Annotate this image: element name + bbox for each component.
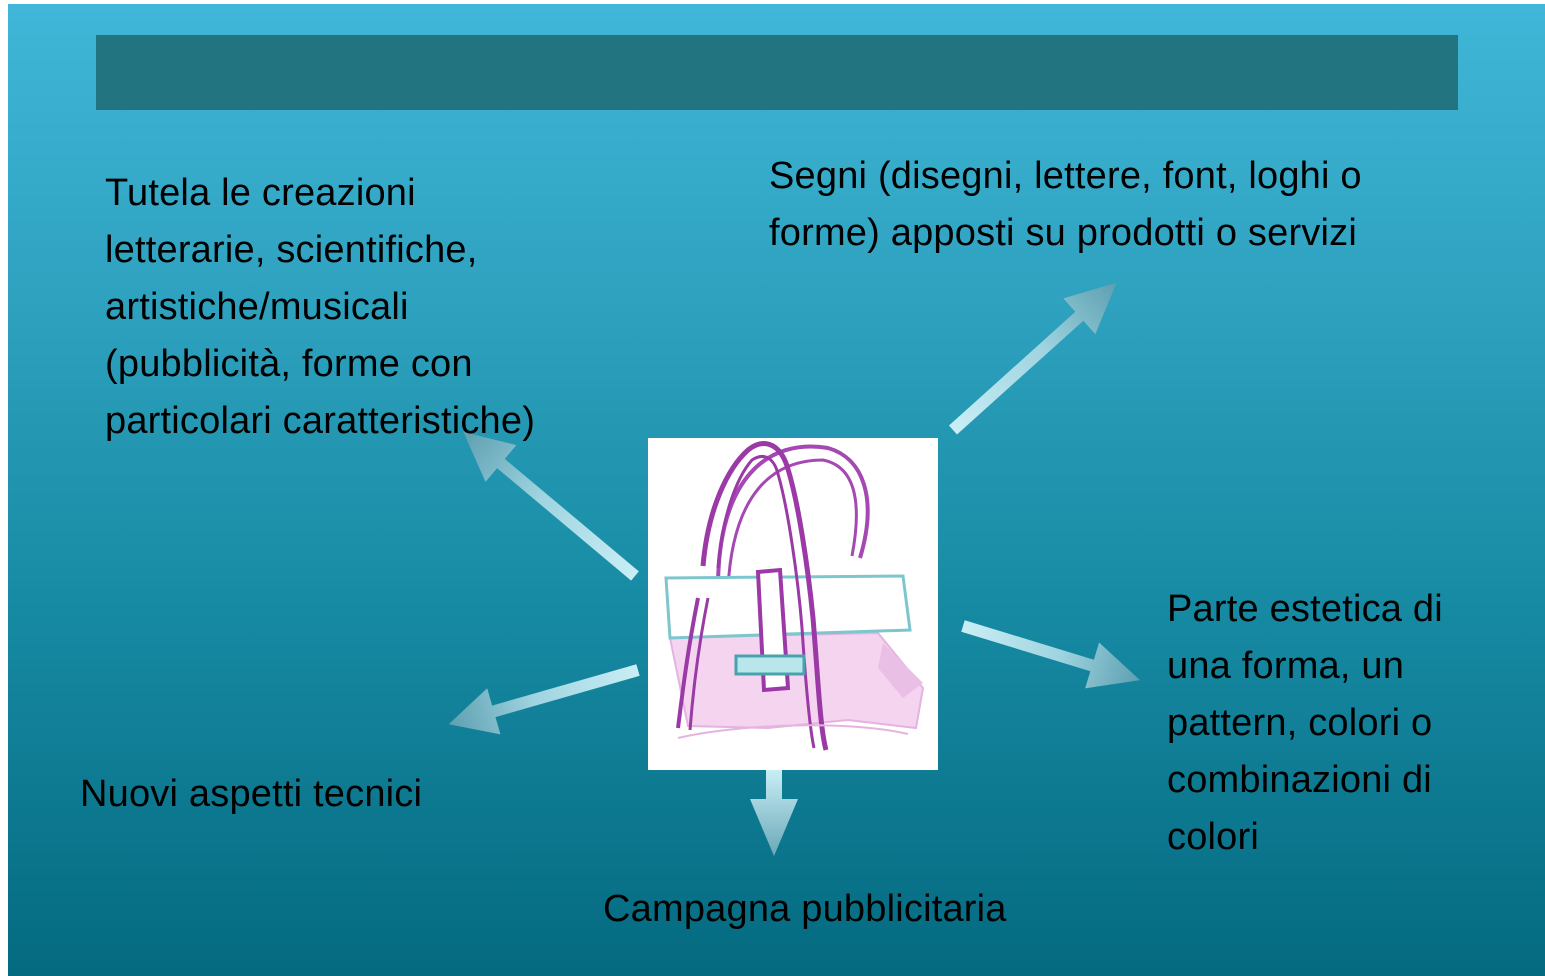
arrow-down	[750, 770, 798, 856]
arrow-up-right	[948, 282, 1117, 435]
label-copyright: Tutela le creazioni letterarie, scientif…	[105, 172, 536, 442]
label-trademark: Segni (disegni, lettere, font, loghi o f…	[769, 155, 1362, 254]
arrow-up-left	[463, 432, 639, 581]
handbag-icon	[664, 441, 925, 751]
slide: Tutela le creazioni letterarie, scientif…	[8, 4, 1545, 976]
label-patent: Nuovi aspetti tecnici	[80, 773, 423, 815]
arrow-right	[961, 620, 1140, 689]
product-image	[648, 438, 938, 770]
arrow-down-left	[448, 664, 640, 735]
title-bar	[96, 35, 1458, 110]
label-design: Parte estetica di una forma, un pattern,…	[1167, 588, 1443, 858]
label-advertising: Campagna pubblicitaria	[603, 888, 1007, 930]
arrows-layer	[448, 282, 1140, 856]
